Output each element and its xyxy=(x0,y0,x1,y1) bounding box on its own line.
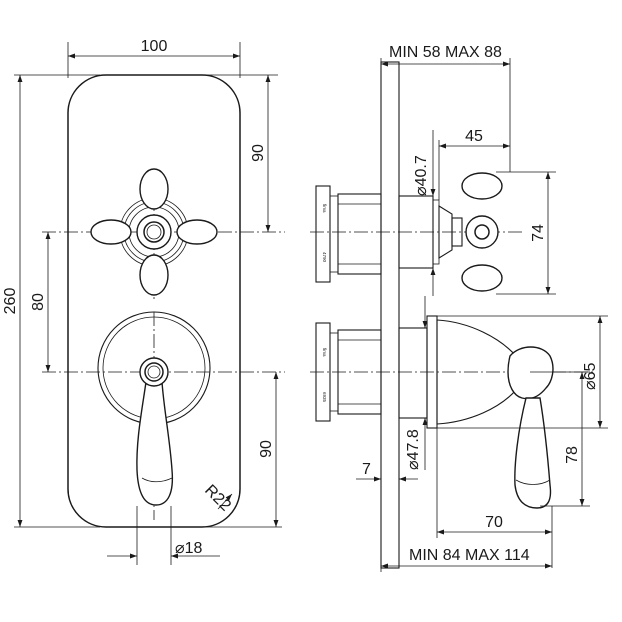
front-view: 100 260 90 80 90 R22 ⌀18 xyxy=(2,38,285,565)
depth-range-bottom-dimension: MIN 84 MAX 114 xyxy=(409,547,530,564)
valve-label-top-brand: fima xyxy=(322,204,327,213)
valve-label-top-code: 4790 xyxy=(322,252,327,263)
lever-drop-dimension: 78 xyxy=(564,446,581,464)
lower-valve-body: fima 6935 xyxy=(315,322,382,422)
handle-projection-dimension: 45 xyxy=(465,128,483,145)
handle-height-dimension: 74 xyxy=(530,224,547,242)
body-diameter-dimension: ⌀47.8 xyxy=(405,429,422,470)
collar-diameter-dimension: ⌀40.7 xyxy=(413,155,430,196)
width-dimension: 100 xyxy=(141,38,168,55)
lever-width-dimension: ⌀18 xyxy=(175,540,203,557)
lever-handle-profile xyxy=(398,315,554,509)
lower-offset-dimension: 90 xyxy=(258,440,275,458)
valve-label-bottom-brand: fima xyxy=(322,348,327,357)
depth-range-top-dimension: MIN 58 MAX 88 xyxy=(389,44,502,61)
height-dimension: 260 xyxy=(2,288,19,315)
upper-offset-dimension: 90 xyxy=(250,144,267,162)
cover-plate xyxy=(67,74,241,528)
plate-thickness-dimension: 7 xyxy=(362,461,371,478)
cross-handle xyxy=(90,168,218,296)
lever-projection-dimension: 70 xyxy=(485,514,503,531)
lever-handle xyxy=(97,311,211,506)
spacing-dimension: 80 xyxy=(30,293,47,311)
valve-label-bottom-code: 6935 xyxy=(322,392,327,403)
rosette-diameter-dimension: ⌀65 xyxy=(582,362,599,390)
upper-valve-body: fima 4790 xyxy=(315,185,382,283)
cover-plate-profile xyxy=(380,61,400,569)
side-dimensions: MIN 58 MAX 88 45 ⌀40.7 74 7 ⌀47.8 ⌀65 xyxy=(356,44,608,572)
corner-radius-label: R22 xyxy=(201,482,234,515)
cross-handle-profile xyxy=(398,172,503,292)
side-view: fima 4790 fima 6935 xyxy=(310,44,608,572)
